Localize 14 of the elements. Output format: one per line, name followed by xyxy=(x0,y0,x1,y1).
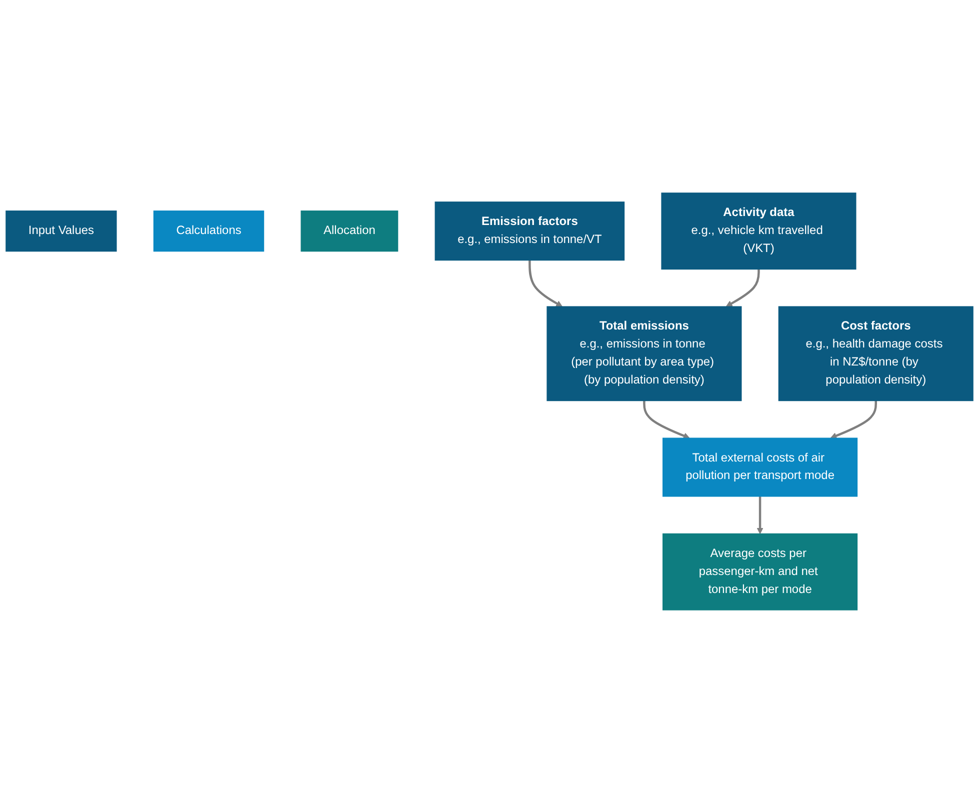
node-box: Calculations xyxy=(153,210,264,252)
arrow xyxy=(756,496,764,534)
node-box: Average costs per passenger-km and net tonne-km per mode xyxy=(662,533,858,610)
arrow xyxy=(528,260,563,307)
node-box: Input Values xyxy=(6,210,117,252)
node-box: Total external costs of air pollution per transport mode xyxy=(662,438,858,497)
arrow xyxy=(830,400,877,439)
node-box: Allocation xyxy=(300,210,398,252)
arrow xyxy=(643,400,690,439)
arrow xyxy=(726,269,760,307)
node-box: Activity data e.g., vehicle km travelled (VKT) xyxy=(661,192,856,270)
node-box: Total emissions e.g., emissions in tonne (per pollutant by area type) (by population density) xyxy=(546,306,742,402)
node-box: Cost factors e.g., health damage costs in NZ$/tonne (by population density) xyxy=(778,306,974,402)
node-box: Emission factors e.g., emissions in tonne/VT xyxy=(434,202,625,261)
